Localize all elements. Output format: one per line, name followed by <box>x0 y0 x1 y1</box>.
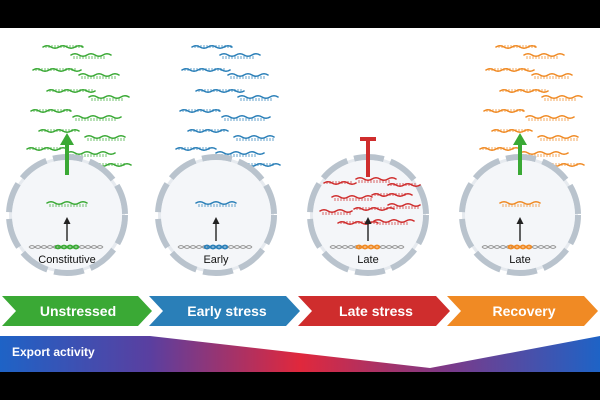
mrna-transcript <box>179 108 221 114</box>
gene-label: Constitutive <box>38 254 95 266</box>
mrna-transcript <box>72 114 122 121</box>
nucleoplasm <box>12 160 122 270</box>
mrna-transcript <box>355 176 397 183</box>
mrna-transcript <box>187 128 229 134</box>
nuclear-mrna <box>499 200 541 207</box>
mrna-transcript <box>195 88 245 94</box>
panel-late: Late <box>307 137 429 276</box>
mrna-transcript <box>523 52 565 59</box>
mrna-transcript <box>331 194 373 201</box>
mrna-transcript <box>485 67 535 73</box>
mrna-transcript <box>479 146 521 152</box>
mrna-transcript <box>26 146 68 152</box>
mrna-transcript <box>42 44 84 50</box>
mrna-transcript <box>541 94 583 101</box>
nucleoplasm <box>161 160 271 270</box>
mrna-transcript <box>70 52 112 59</box>
mrna-transcript <box>491 128 533 134</box>
gene-dna-icon <box>481 244 557 250</box>
nuclear-envelope <box>155 154 277 276</box>
gene-dna-icon <box>177 244 253 250</box>
stage-arrows: Unstressed Early stress Late stress Reco… <box>2 296 598 326</box>
nucleoplasm <box>465 160 575 270</box>
export-arrow-icon <box>60 133 74 175</box>
panel-unstressed: Constitutive <box>6 44 132 276</box>
export-activity-label: Export activity <box>12 345 95 359</box>
cytoplasm-mrna-cloud <box>26 44 132 168</box>
panels: Constitutive Early Late Late <box>6 44 585 276</box>
stage-arrow-label: Unstressed <box>40 303 116 319</box>
stage-arrow-label: Early stress <box>187 303 267 319</box>
mrna-transcript <box>46 200 88 207</box>
mrna-transcript <box>499 88 549 94</box>
mrna-transcript <box>88 94 130 101</box>
mrna-transcript <box>499 200 541 207</box>
mrna-transcript <box>84 134 126 141</box>
mrna-transcript <box>191 44 233 50</box>
gene-label: Late <box>509 254 530 266</box>
panel-recovery: Late <box>459 44 585 276</box>
transcription-arrow-icon <box>364 217 372 241</box>
nuclear-mrna <box>46 200 88 207</box>
mrna-transcript <box>38 128 80 134</box>
mrna-transcript <box>219 52 261 59</box>
export-arrow-icon <box>513 133 527 175</box>
nuclear-mrna <box>319 176 421 226</box>
stage-arrow-shape <box>447 296 598 326</box>
mrna-transcript <box>525 114 575 121</box>
mrna-transcript <box>46 88 96 94</box>
mrna-transcript <box>371 192 413 198</box>
mrna-transcript <box>387 182 421 188</box>
stage-arrow-early-stress: Early stress <box>149 296 300 326</box>
mrna-transcript <box>175 146 217 152</box>
mrna-transcript <box>181 67 231 73</box>
mrna-transcript <box>323 180 357 186</box>
export-activity-shape <box>0 336 600 372</box>
cytoplasm-mrna-cloud <box>479 44 585 168</box>
nuclear-mrna <box>195 200 237 207</box>
transcription-arrow-icon <box>516 217 524 241</box>
export-activity-bar: Export activity <box>0 336 600 372</box>
stage-arrow-shape <box>149 296 300 326</box>
transcription-arrow-icon <box>63 217 71 241</box>
mrna-transcript <box>30 108 72 114</box>
mrna-transcript <box>495 44 537 50</box>
mrna-transcript <box>195 200 237 207</box>
mrna-transcript <box>537 134 579 141</box>
mrna-transcript <box>353 206 395 212</box>
stage-arrow-late-stress: Late stress <box>298 296 450 326</box>
mrna-transcript <box>387 202 421 209</box>
gene-dna-icon <box>329 244 405 250</box>
stage-arrow-shape <box>2 296 152 326</box>
mrna-transcript <box>233 134 275 141</box>
stage-arrow-recovery: Recovery <box>447 296 598 326</box>
mrna-transcript <box>483 108 525 114</box>
stage-arrow-label: Late stress <box>339 303 413 319</box>
gene-label: Early <box>203 254 229 266</box>
mrna-transcript <box>78 72 120 79</box>
mrna-transcript <box>32 67 82 73</box>
stage-arrow-unstressed: Unstressed <box>2 296 152 326</box>
panel-early: Early <box>155 44 281 276</box>
mrna-transcript <box>237 94 279 101</box>
export-block-icon <box>360 137 376 177</box>
stage-arrow-label: Recovery <box>492 303 555 319</box>
gene-dna-icon <box>28 244 104 250</box>
mrna-transcript <box>221 114 271 121</box>
mrna-transcript <box>373 218 415 225</box>
stage-arrow-shape <box>298 296 450 326</box>
mrna-transcript <box>319 208 353 215</box>
transcription-arrow-icon <box>212 217 220 241</box>
nucleoplasm <box>313 160 423 270</box>
mrna-transcript <box>227 72 269 79</box>
mrna-transcript <box>531 72 573 79</box>
gene-label: Late <box>357 254 378 266</box>
